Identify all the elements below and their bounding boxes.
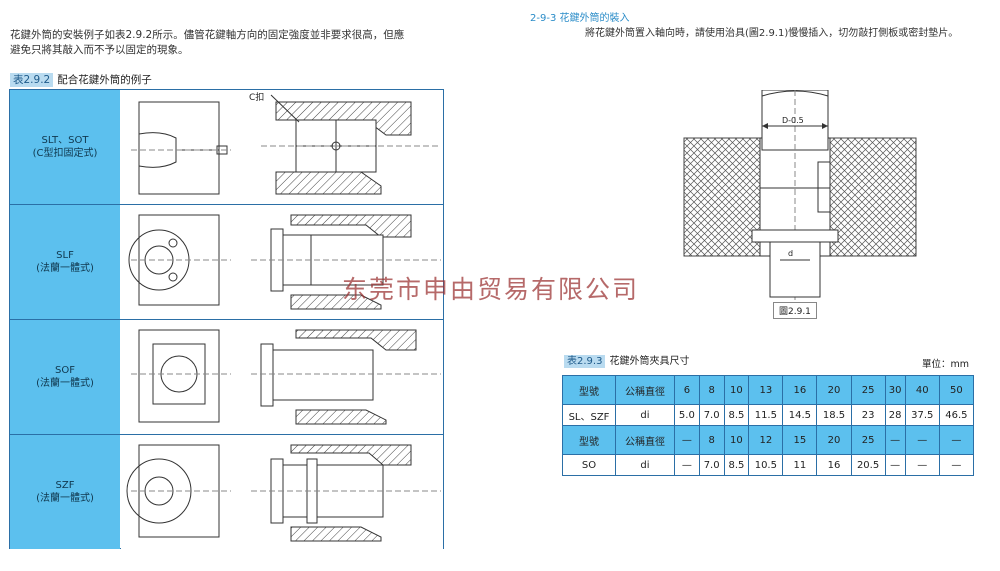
row-label: SLF (法蘭一體式) (10, 205, 120, 319)
caption-tag: 表2.9.2 (10, 73, 54, 87)
d-label: d (788, 249, 793, 258)
intro-paragraph: 花鍵外筒的安裝例子如表2.9.2所示。儘管花鍵軸方向的固定強度並非要求很高，但應… (10, 28, 450, 58)
table-cell: 16 (782, 375, 818, 405)
table-cell: — (674, 454, 700, 476)
row-label: SZF (法蘭一體式) (10, 435, 120, 549)
table-cell: 8.5 (723, 454, 750, 476)
szf-drawing (126, 444, 441, 542)
dimension-label: D-0.5 (782, 116, 804, 125)
mounting-examples-table: SLT、SOT (C型扣固定式) C扣 (9, 89, 444, 549)
table-cell: 11 (782, 454, 818, 476)
table-cell: 5.0 (674, 404, 700, 426)
table-row: SLF (法蘭一體式) (10, 205, 443, 320)
table-cell: 8.5 (723, 404, 750, 426)
table-cell: 13 (748, 375, 784, 405)
caption-text: 配合花鍵外筒的例子 (57, 74, 152, 86)
row-label: SLT、SOT (C型扣固定式) (10, 90, 120, 204)
row-type: (法蘭一體式) (36, 493, 94, 504)
c-clip-label: C扣 (249, 91, 264, 103)
section-title: 2-9-3 花鍵外筒的裝入 (530, 13, 630, 24)
table-row: SL、SZF di 5.0 7.0 8.5 11.5 14.5 18.5 23 … (562, 404, 975, 426)
row-label: SOF (法蘭一體式) (10, 320, 120, 434)
table-cell: 16 (816, 454, 852, 476)
table-cell: 12 (748, 425, 784, 455)
table-cell: — (674, 425, 700, 455)
table-cell: 7.0 (698, 404, 725, 426)
figure-label: 圖2.9.1 (773, 302, 817, 319)
intro-line-1: 花鍵外筒的安裝例子如表2.9.2所示。儘管花鍵軸方向的固定強度並非要求很高，但應 (10, 29, 405, 41)
table-cell: di (615, 404, 675, 426)
units-label: 單位：mm (922, 359, 970, 370)
figure-2-9-1: D-0.5 d (683, 90, 917, 300)
row-model: SLF (56, 250, 74, 261)
table-cell: — (884, 425, 906, 455)
watermark: 东莞市申由贸易有限公司 (342, 275, 640, 304)
table-cell: 28 (884, 404, 906, 426)
table-cell: SO (562, 454, 616, 476)
table-row: SLT、SOT (C型扣固定式) C扣 (10, 90, 443, 205)
table-cell: — (884, 454, 906, 476)
table-row: 型號 公稱直徑 6 8 10 13 16 20 25 30 40 50 (562, 375, 975, 405)
row-drawing (121, 320, 443, 434)
table-cell: — (938, 425, 975, 455)
table-cell: 公稱直徑 (615, 375, 675, 405)
table-cell: 公稱直徑 (615, 425, 675, 455)
table-cell: 23 (850, 404, 886, 426)
row-model: SOF (55, 365, 75, 376)
caption-text: 花鍵外筒夾具尺寸 (609, 356, 690, 367)
caption-tag: 表2.9.3 (564, 355, 606, 368)
row-type: (法蘭一體式) (36, 263, 94, 274)
table-cell: 型號 (562, 375, 616, 405)
table-cell: 50 (938, 375, 975, 405)
table-cell: 25 (850, 375, 886, 405)
row-drawing (121, 205, 443, 319)
table-row: SO di — 7.0 8.5 10.5 11 16 20.5 — — — (562, 454, 975, 476)
table-cell: 6 (674, 375, 700, 405)
table-row: 型號 公稱直徑 — 8 10 12 15 20 25 — — — (562, 425, 975, 455)
row-model: SZF (55, 480, 75, 491)
table-cell: 8 (698, 425, 725, 455)
table-cell: di (615, 454, 675, 476)
table-cell: 10 (723, 375, 750, 405)
table-cell: — (904, 425, 940, 455)
row-type: (法蘭一體式) (36, 378, 94, 389)
table-cell: 20.5 (850, 454, 886, 476)
table-cell: 20 (816, 375, 852, 405)
table-cell: 8 (698, 375, 725, 405)
slt-sot-drawing: C扣 (131, 91, 441, 195)
table-cell: 7.0 (698, 454, 725, 476)
table-cell: 10 (723, 425, 750, 455)
section-text: 將花鍵外筒置入軸向時，請使用治具(圖2.9.1)慢慢插入，切勿敲打側板或密封墊片… (585, 28, 959, 39)
table-cell: 18.5 (816, 404, 852, 426)
row-model: SLT、SOT (41, 135, 89, 146)
table-cell: 30 (884, 375, 906, 405)
jig-dimensions-table: 型號 公稱直徑 6 8 10 13 16 20 25 30 40 50 SL、S… (562, 375, 975, 476)
table-cell: 46.5 (938, 404, 975, 426)
table-cell: — (938, 454, 975, 476)
row-drawing: C扣 (121, 90, 443, 204)
table-cell: — (904, 454, 940, 476)
table-cell: 15 (782, 425, 818, 455)
table-cell: 11.5 (748, 404, 784, 426)
sof-drawing (131, 329, 441, 425)
row-type: (C型扣固定式) (32, 148, 98, 159)
table-cell: 25 (850, 425, 886, 455)
row-drawing (121, 435, 443, 549)
table-cell: 型號 (562, 425, 616, 455)
table-cell: 20 (816, 425, 852, 455)
intro-line-2: 避免只將其敲入而不予以固定的現象。 (10, 44, 189, 56)
table-cell: SL、SZF (562, 404, 616, 426)
table-row: SZF (法蘭一體式) (10, 435, 443, 549)
table-cell: 37.5 (904, 404, 940, 426)
table-row: SOF (法蘭一體式) (10, 320, 443, 435)
slf-drawing (128, 214, 441, 310)
table-cell: 10.5 (748, 454, 784, 476)
table-cell: 14.5 (782, 404, 818, 426)
table-cell: 40 (904, 375, 940, 405)
